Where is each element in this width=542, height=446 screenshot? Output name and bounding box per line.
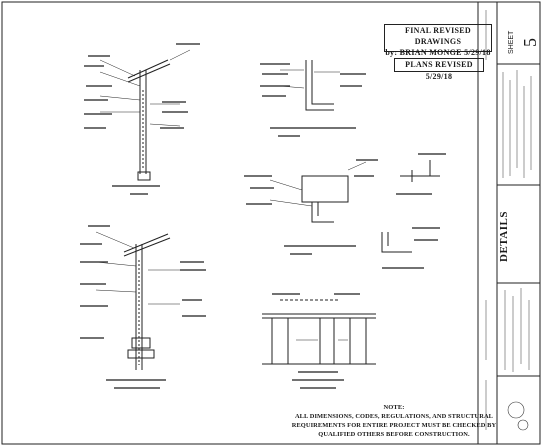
sheet-title: DETAILS (498, 211, 510, 262)
detail-small-right (381, 160, 440, 253)
detail-step-center-labels (244, 159, 378, 255)
stamp-line-1: FINAL REVISED DRAWINGS (405, 26, 471, 46)
detail-eave-section-lower (95, 231, 180, 370)
detail-elevation-bottom-labels (272, 293, 360, 389)
plans-revised-stamp: PLANS REVISED 5/29/18 (394, 58, 484, 81)
general-note: NOTE: ALL DIMENSIONS, CODES, REGULATIONS… (276, 403, 512, 439)
note-heading: NOTE: (383, 404, 405, 411)
final-revised-stamp: FINAL REVISED DRAWINGS by: BRIAN MONGE 5… (384, 24, 492, 57)
detail-eave-section-upper (99, 49, 191, 181)
sheet-number-box: SHEET 5 (506, 16, 540, 64)
detail-elevation-bottom (262, 299, 376, 365)
detail-eave-section-lower-labels (80, 225, 206, 389)
detail-corner-upper (279, 60, 340, 111)
title-block-text (485, 10, 532, 431)
stamp-line-2: by: BRIAN MONGE 5/29/18 (385, 48, 491, 57)
sheet-word: SHEET (508, 30, 515, 54)
sheet-number: 5 (520, 38, 540, 47)
note-line-2: REQUIREMENTS FOR ENTIRE PROJECT MUST BE … (291, 422, 497, 429)
detail-small-right-labels (382, 153, 446, 269)
note-line-3: QUALIFIED OTHERS BEFORE CONSTRUCTION. (318, 431, 470, 438)
detail-corner-upper-labels (260, 63, 366, 137)
note-line-1: ALL DIMENSIONS, CODES, REGULATIONS, AND … (294, 413, 494, 420)
detail-eave-section-upper-labels (84, 43, 200, 195)
detail-step-center (269, 161, 367, 223)
